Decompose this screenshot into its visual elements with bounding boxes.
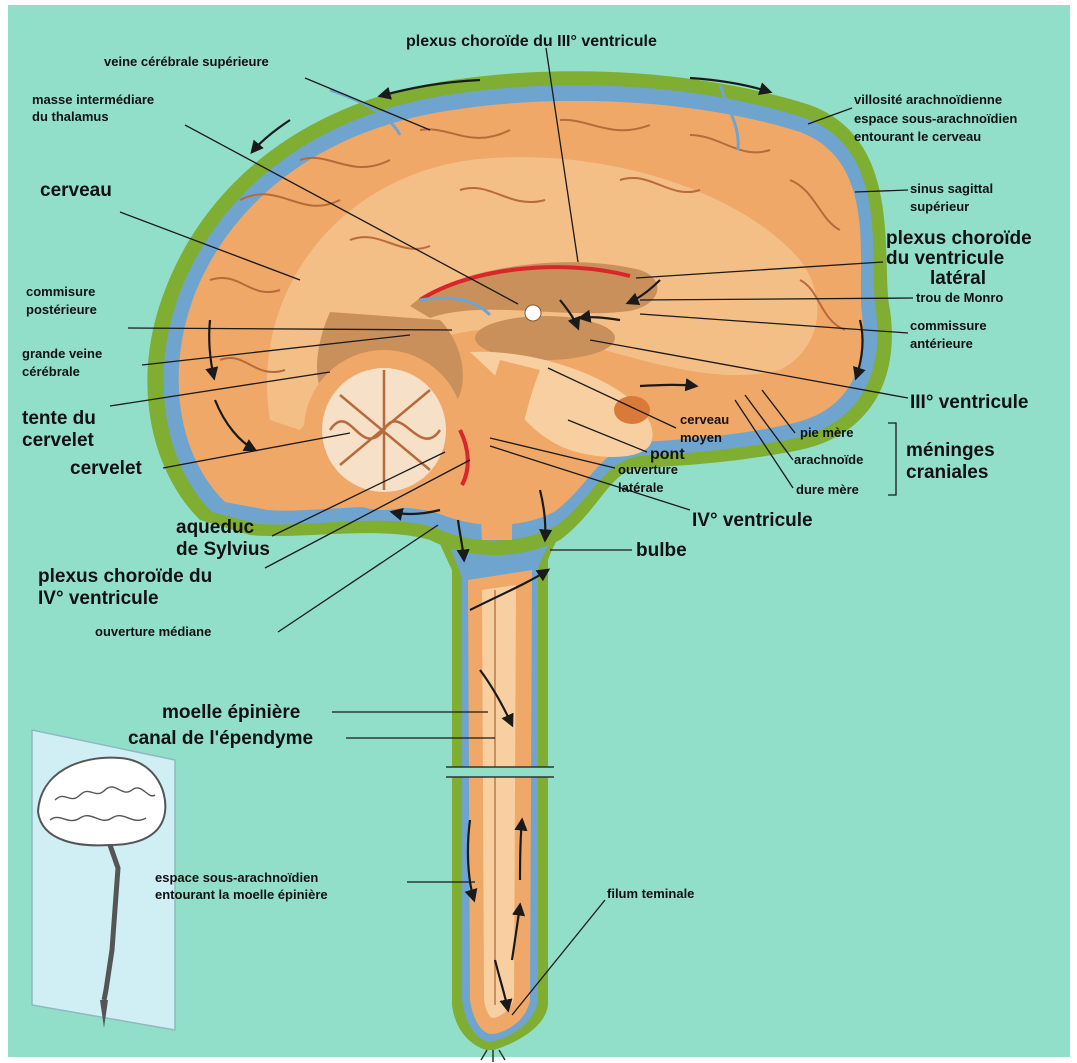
label-bulbe: bulbe: [636, 540, 687, 561]
label-villosite-arachnoidienne: villosité arachnoïdienne: [854, 92, 1002, 107]
label-cervelet: cervelet: [70, 458, 143, 479]
label-cerveau-moyen-line2: moyen: [680, 430, 722, 445]
label-plexus-choroide-iv-line2: IV° ventricule: [38, 588, 159, 609]
label-commissure-anterieure-line1: commissure: [910, 318, 987, 333]
label-masse-intermediaire-line2: du thalamus: [32, 109, 109, 124]
label-plexus-choroide-iv-line1: plexus choroïde du: [38, 566, 212, 587]
label-masse-intermediaire-line1: masse intermédiare: [32, 92, 154, 107]
label-plexus-choroide-lateral-line3: latéral: [930, 268, 986, 289]
label-aqueduc-line2: de Sylvius: [176, 539, 270, 560]
label-grande-veine-line1: grande veine: [22, 346, 102, 361]
label-plexus-choroide-iii: plexus choroïde du III° ventricule: [406, 33, 657, 50]
label-iii-ventricule: III° ventricule: [910, 392, 1028, 413]
label-espace-sous-arachnoidien-cerveau-line2: entourant le cerveau: [854, 129, 981, 144]
label-veine-cerebrale-superieure: veine cérébrale supérieure: [104, 54, 269, 69]
label-grande-veine-line2: cérébrale: [22, 364, 80, 379]
label-tente-du-cervelet-line1: tente du: [22, 408, 96, 429]
label-meninges-line2: craniales: [906, 462, 988, 483]
label-sinus-sagittal-line1: sinus sagittal: [910, 181, 993, 196]
label-espace-sous-arachnoidien-cerveau-line1: espace sous-arachnoïdien: [854, 111, 1017, 126]
label-commissure-posterieure-line2: postérieure: [26, 302, 97, 317]
label-dure-mere: dure mère: [796, 482, 859, 497]
inset-brain-figure: [32, 730, 175, 1030]
label-plexus-choroide-lateral-line1: plexus choroïde: [886, 228, 1032, 249]
label-pie-mere: pie mère: [800, 425, 853, 440]
label-moelle-epiniere: moelle épinière: [162, 702, 300, 723]
label-trou-de-monro: trou de Monro: [916, 290, 1003, 305]
label-plexus-choroide-lateral-line2: du ventricule: [886, 248, 1004, 269]
label-meninges-line1: méninges: [906, 440, 995, 461]
label-filum-terminale: filum teminale: [607, 886, 694, 901]
label-pont: pont: [650, 446, 685, 463]
label-canal-ependyme: canal de l'épendyme: [128, 728, 313, 749]
label-commissure-anterieure-line2: antérieure: [910, 336, 973, 351]
label-cerveau-moyen-line1: cerveau: [680, 412, 729, 427]
label-ouverture-laterale-line1: ouverture: [618, 462, 678, 477]
label-ouverture-laterale-line2: latérale: [618, 480, 664, 495]
label-arachnoide: arachnoïde: [794, 452, 863, 467]
label-espace-sous-arachnoidien-moelle-line2: entourant la moelle épinière: [155, 887, 328, 902]
label-tente-du-cervelet-line2: cervelet: [22, 430, 95, 451]
label-espace-sous-arachnoidien-moelle-line1: espace sous-arachnoïdien: [155, 870, 318, 885]
label-sinus-sagittal-line2: supérieur: [910, 199, 969, 214]
label-aqueduc-line1: aqueduc: [176, 517, 255, 538]
label-commissure-posterieure-line1: commisure: [26, 284, 95, 299]
label-ouverture-mediane: ouverture médiane: [95, 624, 211, 639]
label-cerveau: cerveau: [40, 180, 112, 201]
label-iv-ventricule: IV° ventricule: [692, 510, 813, 531]
